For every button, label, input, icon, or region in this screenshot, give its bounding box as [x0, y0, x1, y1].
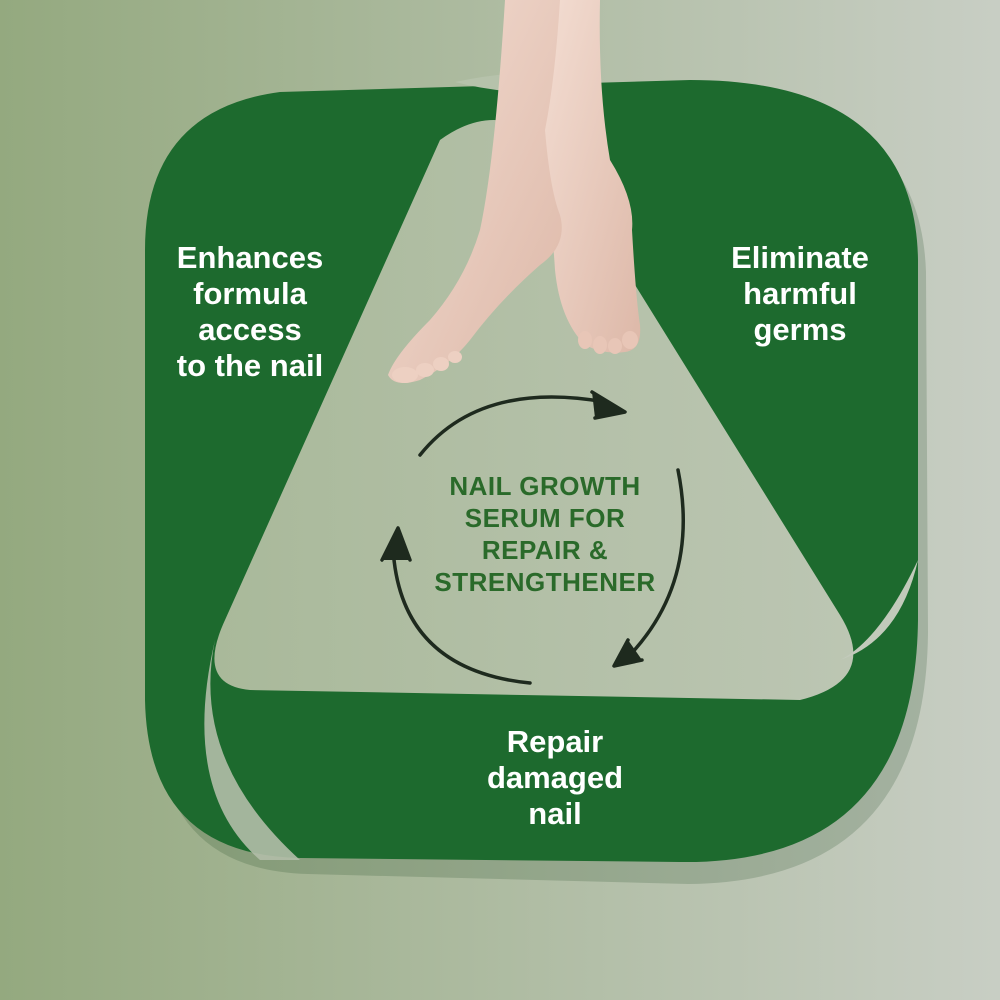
benefit-right-line3: germs: [753, 312, 847, 347]
arrow-right: [628, 468, 685, 657]
center-title-line4: STRENGTHENER: [434, 567, 656, 597]
center-title-line3: REPAIR &: [481, 535, 609, 565]
arrow-left: [391, 546, 532, 685]
center-title-line2: SERUM FOR: [464, 503, 626, 533]
arrow-top: [418, 395, 607, 457]
benefit-bottom-line3: nail: [528, 796, 582, 831]
center-triangle: [214, 120, 854, 700]
arrow-right-head: [612, 638, 644, 668]
benefit-left-line1: Enhances: [176, 240, 324, 275]
benefit-right-text: Eliminate harmful germs: [700, 240, 900, 348]
benefit-bottom-line1: Repair: [506, 724, 604, 759]
center-title-line1: NAIL GROWTH: [449, 471, 641, 501]
benefit-right-line1: Eliminate: [731, 240, 869, 275]
arrow-top-head: [590, 390, 627, 420]
benefit-right-line2: harmful: [743, 276, 857, 311]
benefit-left-line4: to the nail: [176, 348, 324, 383]
cycle-arrows-icon: [380, 390, 685, 685]
center-title: NAIL GROWTH SERUM FOR REPAIR & STRENGTHE…: [400, 470, 690, 598]
benefit-bottom-text: Repair damaged nail: [450, 724, 660, 832]
feet-illustration: [388, 0, 641, 384]
swoosh-bottom-left: [204, 640, 300, 860]
benefit-bottom-line2: damaged: [486, 760, 624, 795]
benefit-left-line2: formula: [193, 276, 307, 311]
arrow-left-head: [380, 526, 412, 562]
benefit-left-line3: access: [198, 312, 302, 347]
benefit-left-text: Enhances formula access to the nail: [150, 240, 350, 384]
